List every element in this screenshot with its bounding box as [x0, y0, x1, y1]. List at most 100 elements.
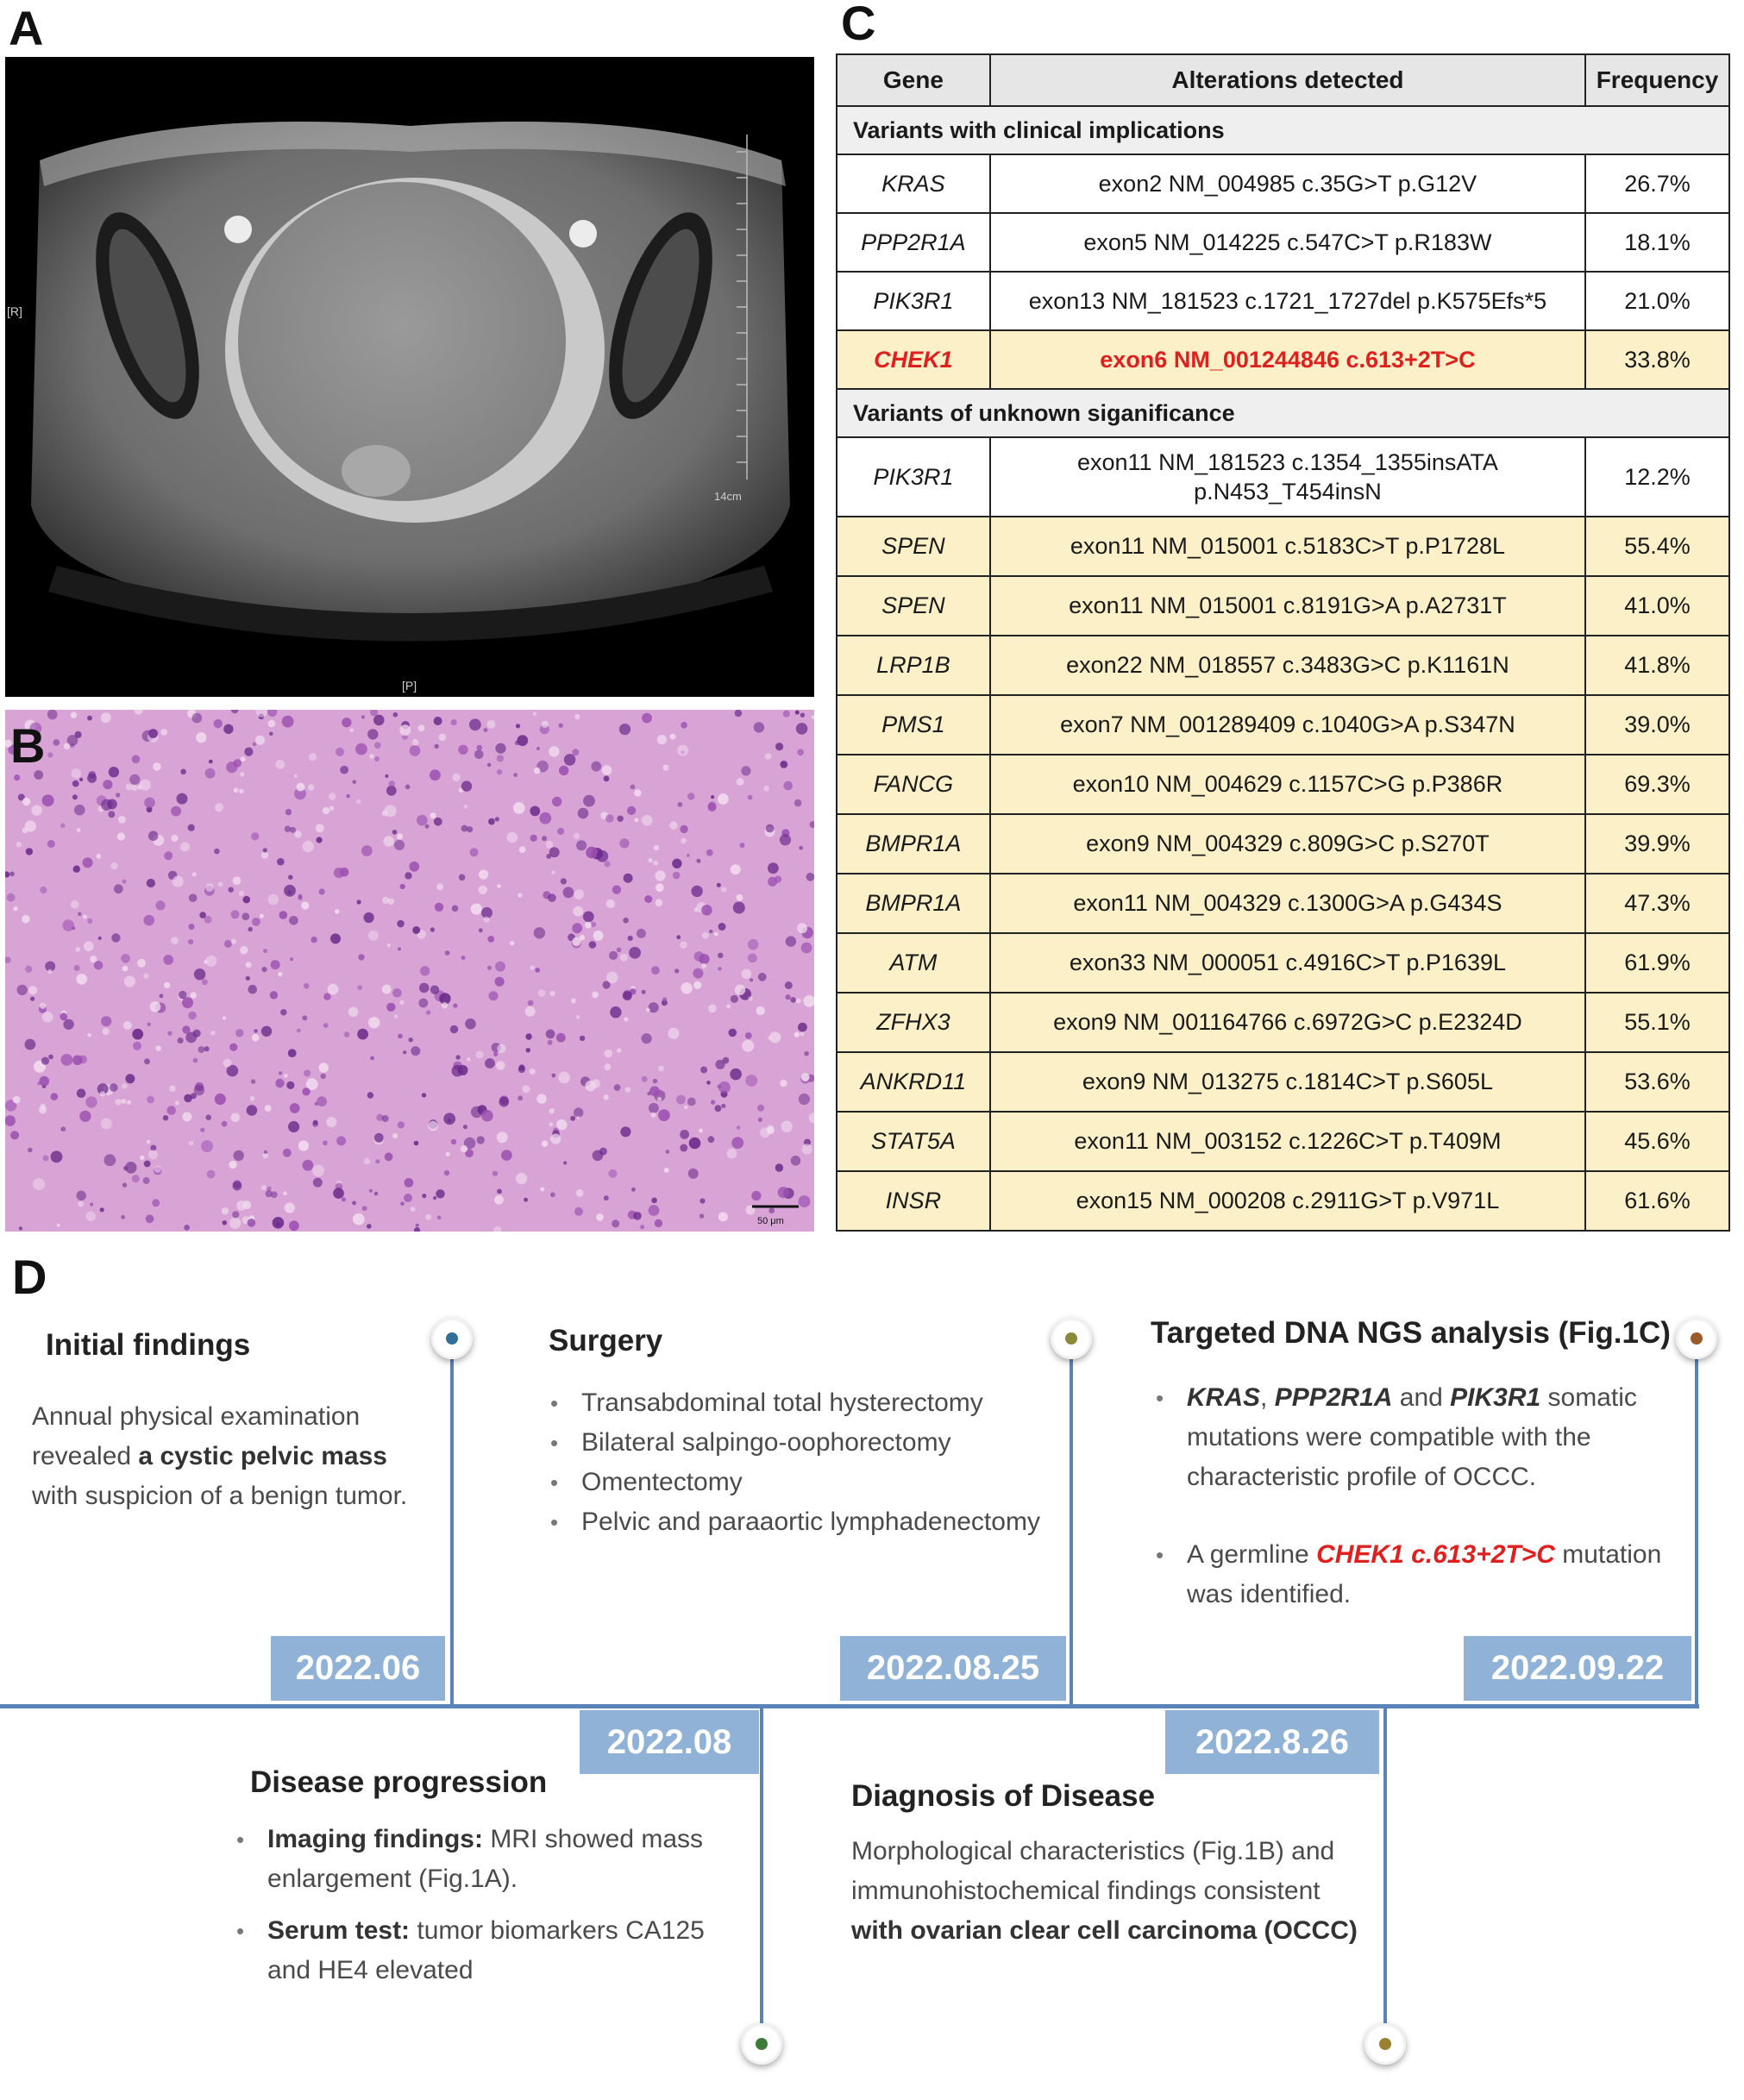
- histology-cell: [486, 719, 496, 729]
- histology-cell: [497, 884, 501, 888]
- histology-cell: [270, 960, 280, 970]
- histology-cell: [214, 1093, 226, 1106]
- histology-cell: [397, 1121, 405, 1129]
- histology-cell: [147, 1150, 158, 1160]
- histology-cell: [574, 1107, 584, 1118]
- histology-cell: [800, 1031, 805, 1037]
- histology-cell: [280, 1009, 287, 1016]
- histology-cell: [60, 1054, 73, 1066]
- histology-cell: [624, 1017, 629, 1022]
- histology-cell: [413, 1140, 419, 1146]
- histology-cell: [545, 1029, 555, 1039]
- frequency-cell: 55.4%: [1584, 516, 1730, 577]
- histology-cell: [602, 981, 611, 989]
- histology-cell: [599, 1147, 607, 1156]
- histology-cell: [495, 743, 506, 754]
- histology-cell: [634, 818, 639, 823]
- histology-cell: [386, 785, 397, 796]
- histology-cell: [41, 1011, 53, 1023]
- histology-cell: [445, 1151, 450, 1157]
- alteration-cell: exon13 NM_181523 c.1721_1727del p.K575Ef…: [988, 271, 1587, 331]
- connector-d3: [1070, 1349, 1073, 1706]
- histology-cell: [669, 733, 676, 740]
- histology-cell: [71, 768, 82, 779]
- histology-cell: [285, 808, 292, 816]
- histology-cell: [60, 823, 66, 828]
- histology-cell: [311, 936, 317, 943]
- histology-cell: [76, 828, 81, 832]
- histology-cell: [375, 1159, 380, 1164]
- histology-cell: [403, 1050, 407, 1055]
- histology-cell: [549, 746, 560, 757]
- histology-cell: [56, 1223, 60, 1227]
- histology-cell: [535, 968, 541, 973]
- histology-cell: [5, 1115, 16, 1126]
- histology-cell: [312, 1121, 318, 1127]
- histology-cell: [627, 806, 637, 815]
- histology-cell: [470, 903, 482, 915]
- histology-cell: [555, 1032, 566, 1043]
- histology-cell: [775, 1163, 784, 1172]
- histology-cell: [330, 933, 341, 944]
- histology-cell: [618, 724, 631, 736]
- histology-cell: [154, 1165, 162, 1173]
- histology-cell: [624, 1087, 631, 1093]
- histology-cell: [640, 1225, 645, 1230]
- histology-cell: [153, 762, 161, 771]
- histology-cell: [308, 784, 315, 791]
- histology-cell: [609, 950, 618, 960]
- histology-cell: [339, 867, 349, 877]
- histology-cell: [574, 889, 584, 900]
- histology-cell: [33, 1178, 46, 1191]
- histology-cell: [397, 919, 405, 928]
- histology-cell: [707, 1136, 715, 1144]
- histology-cell: [408, 1037, 413, 1043]
- node-dot-d1: [446, 1332, 458, 1345]
- histology-cell: [70, 900, 79, 909]
- histology-cell: [486, 965, 492, 970]
- histology-cell: [688, 1137, 701, 1150]
- histology-cell: [721, 1103, 726, 1108]
- histology-cell: [398, 1033, 403, 1039]
- histology-cell: [113, 884, 123, 894]
- histology-cell: [658, 1109, 670, 1121]
- alteration-cell: exon11 NM_004329 c.1300G>A p.G434S: [988, 873, 1587, 934]
- histology-cell: [30, 996, 35, 1001]
- node-dot-d2: [756, 2038, 768, 2050]
- histology-cell: [381, 810, 388, 817]
- histology-cell: [736, 1125, 741, 1130]
- histology-cell: [108, 767, 120, 778]
- histology-cell: [438, 733, 447, 742]
- histology-cell: [159, 994, 164, 999]
- histology-cell: [399, 883, 405, 890]
- histology-cell: [739, 843, 745, 849]
- header-gene: Gene: [836, 53, 991, 107]
- histology-cell: [118, 816, 126, 824]
- histology-cell: [550, 1192, 555, 1198]
- histology-cell: [9, 871, 15, 877]
- histology-cell: [180, 768, 186, 775]
- histology-cell: [593, 931, 604, 941]
- alteration-cell: exon33 NM_000051 c.4916C>T p.P1639L: [988, 932, 1587, 994]
- histology-cell: [353, 1213, 365, 1226]
- histology-cell: [235, 1029, 244, 1037]
- frequency-cell: 61.6%: [1584, 1170, 1730, 1232]
- histology-cell: [741, 969, 752, 980]
- histology-image: 50 μm: [5, 710, 814, 1232]
- histology-cell: [496, 768, 503, 775]
- histology-cell: [563, 1161, 568, 1165]
- table-row: SPEN exon11 NM_015001 c.5183C>T p.P1728L…: [836, 516, 1730, 577]
- histology-cell: [254, 1029, 258, 1033]
- histology-cell: [757, 972, 767, 981]
- histology-cell: [355, 743, 367, 755]
- timeline-node-d5: [1676, 1318, 1717, 1359]
- histology-cell: [653, 860, 658, 866]
- histology-cell: [732, 901, 745, 914]
- ngs-list: KRAS, PPP2R1A and PIK3R1 somatic mutatio…: [1152, 1378, 1670, 1614]
- histology-cell: [373, 714, 385, 726]
- gene-cell: PIK3R1: [836, 271, 991, 331]
- diagnosis-line1: Morphological characteristics (Fig.1B) a…: [851, 1837, 1335, 1865]
- histology-cell: [191, 872, 197, 877]
- initial-line3: with suspicion of a benign tumor.: [32, 1482, 408, 1510]
- histology-cell: [684, 1105, 688, 1110]
